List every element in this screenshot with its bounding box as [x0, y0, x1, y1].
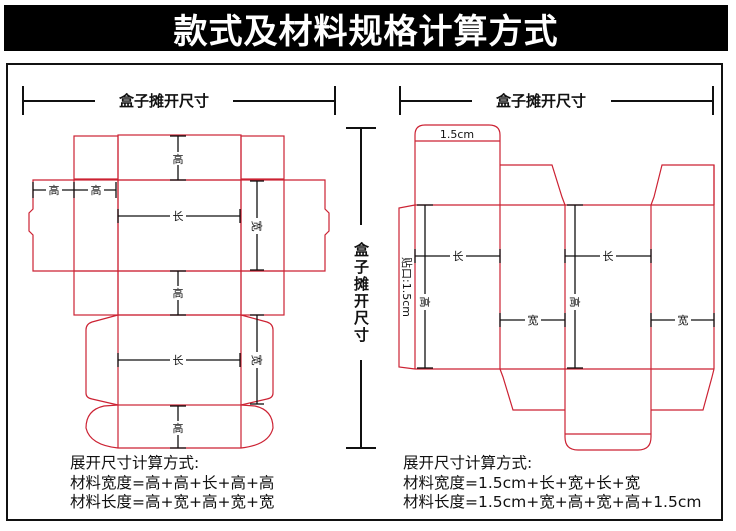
lid-right-flap [240, 314, 274, 406]
vertical-heading: 盒子摊开尺寸 [352, 241, 370, 344]
right-formula-length: 材料长度=1.5cm+宽+高+宽+高+1.5cm [403, 493, 702, 511]
left-formula: 展开尺寸计算方式: 材料宽度=高+高+长+高+高 材料长度=高+宽+高+宽+宽 [70, 454, 274, 513]
right-label-width-1: 宽 [528, 313, 539, 327]
right-formula-width: 材料宽度=1.5cm+长+宽+长+宽 [403, 473, 641, 492]
bottom-dust-flap-1 [499, 368, 565, 411]
top-right-flap [240, 135, 285, 180]
left-label-center-length: 长 [173, 210, 184, 223]
top-left-flap [73, 135, 119, 180]
bottom-dust-flap-2 [651, 368, 715, 411]
left-formula-width: 材料宽度=高+高+长+高+高 [70, 473, 275, 492]
left-label-flap-height-2: 高 [91, 183, 102, 197]
left-formula-length: 材料长度=高+宽+高+宽+宽 [70, 493, 275, 511]
vertical-heading-dimension: 盒子摊开尺寸 [346, 127, 376, 449]
page-title: 款式及材料规格计算方式 [4, 5, 728, 52]
left-formula-title: 展开尺寸计算方式: [70, 454, 200, 472]
top-dust-flap-2 [650, 164, 715, 206]
top-tuck-flap [414, 124, 501, 205]
right-heading-dimension: 盒子摊开尺寸 [399, 86, 714, 115]
right-label-glue-flap: 贴口:1.5cm [400, 257, 414, 317]
right-formula: 展开尺寸计算方式: 材料宽度=1.5cm+长+宽+长+宽 材料长度=1.5cm+… [403, 454, 701, 513]
left-label-flap-height-1: 高 [49, 183, 60, 197]
mid-left-flap [73, 270, 119, 316]
left-label-mid-height: 高 [173, 286, 184, 300]
left-label-lower-width: 宽 [250, 355, 264, 366]
right-label-length-1: 长 [453, 250, 464, 263]
right-label-height-2: 高 [568, 297, 582, 308]
right-dust-flap [284, 179, 330, 272]
right-label-height-1: 高 [418, 297, 432, 308]
left-label-lower-length: 长 [173, 354, 184, 367]
mid-right-flap [240, 270, 285, 316]
content-frame [6, 63, 723, 521]
left-heading-dimension: 盒子摊开尺寸 [22, 86, 336, 115]
left-label-side-width: 宽 [250, 221, 264, 232]
left-label-bottom-height: 高 [173, 421, 184, 435]
right-formula-title: 展开尺寸计算方式: [403, 454, 533, 472]
right-label-width-2: 宽 [678, 313, 689, 327]
right-label-length-2: 长 [603, 250, 614, 263]
left-heading: 盒子摊开尺寸 [118, 92, 209, 110]
bottom-tuck-flap [564, 369, 652, 451]
right-heading: 盒子摊开尺寸 [495, 92, 586, 110]
top-dust-flap-1 [500, 164, 566, 206]
lid-left-flap [85, 314, 119, 406]
glue-flap [398, 204, 416, 370]
right-dimensions: 1.5cm 贴口:1.5cm 高 长 宽 高 长 [400, 128, 715, 369]
left-label-top-height: 高 [173, 152, 184, 166]
right-label-tuck-flap: 1.5cm [440, 128, 474, 141]
right-dieline [398, 124, 715, 451]
center-panel [117, 179, 242, 272]
left-dimensions: 高 高 高 长 宽 高 长 [32, 135, 264, 449]
